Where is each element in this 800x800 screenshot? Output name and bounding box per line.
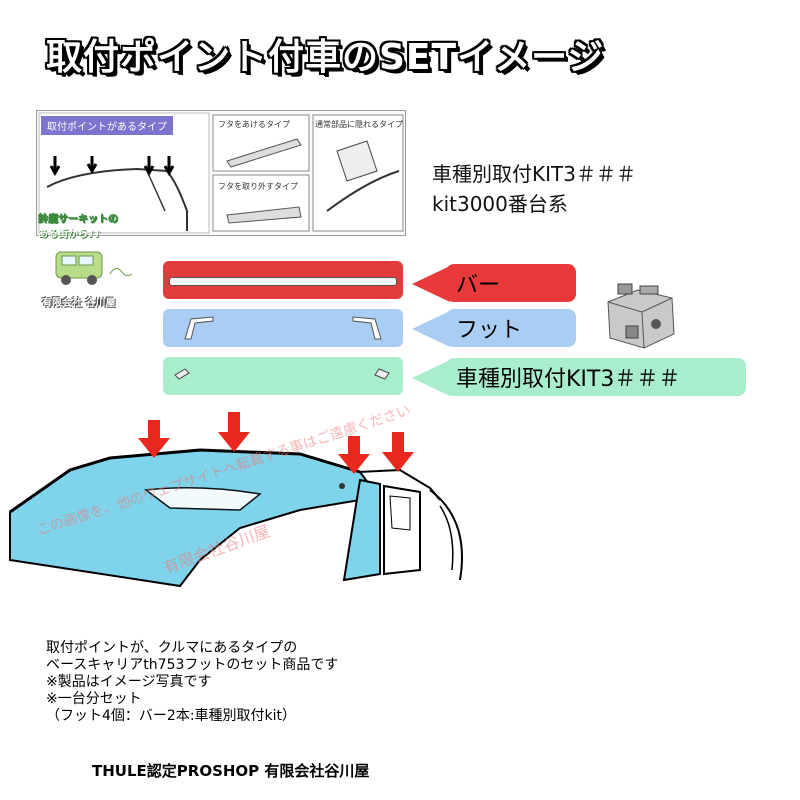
van-illustration [55,251,133,285]
description-line: ※一台分セット [46,691,142,707]
kit-tag: 車種別取付KIT3＃＃＃ [412,358,746,398]
description-line: ※製品はイメージ写真です [46,674,212,690]
foot-arrow-icon [412,311,450,347]
red-arrow-icon [382,432,414,472]
kit-label: 車種別取付KIT3＃＃＃ [446,358,746,396]
shop-badge-name: 有限会社 谷川屋 [42,298,116,309]
shop-badge-line2: ある街から♪♪ [38,229,101,240]
kit-arrow-icon [412,360,450,396]
kit-image [174,368,390,380]
diagram-label-main: 取付ポイントがあるタイプ [41,116,173,135]
shop-badge-line1: 鈴鹿サーキットの [38,214,118,225]
description-line: 取付ポイントが、クルマにあるタイプの [46,640,298,656]
shop-badge: 鈴鹿サーキットの ある街から♪♪ 有限会社 谷川屋 [38,210,138,310]
foot-product-icon [607,283,675,349]
car-roof-illustration [9,448,463,588]
description-line: ベースキャリアth753フットのセット商品です [46,657,339,673]
foot-image [184,316,382,340]
diagram-label-hidden: 通常部品に隠れるタイプ [315,120,403,129]
bar-tag: バー [412,264,576,304]
mount-point-arrows [138,412,414,474]
kit-panel [163,357,403,395]
bar-panel [163,261,403,299]
bar-image [169,277,397,286]
page-title: 取付ポイント付車のSETイメージ [46,37,605,78]
foot-label: フット [446,309,576,347]
product-description: 取付ポイントが、クルマにあるタイプの ベースキャリアth753フットのセット商品… [46,640,338,725]
kit-name: 車種別取付KIT3＃＃＃ [432,162,636,186]
diagram-label-lid-remove: フタを取り外すタイプ [218,182,298,191]
bar-label: バー [446,264,576,302]
red-arrow-icon [138,420,170,458]
foot-panel [163,309,403,347]
footer-shop: THULE認定PROSHOP 有限会社谷川屋 [92,762,370,780]
bar-arrow-icon [412,266,450,302]
foot-tag: フット [412,309,576,349]
red-arrow-icon [218,412,250,452]
kit-series: kit3000番台系 [432,192,568,216]
red-arrow-icon [338,436,370,474]
diagram-label-lid-open: フタをあけるタイプ [218,120,290,129]
description-line: （フット4個：バー2本:車種別取付kit） [46,708,297,724]
